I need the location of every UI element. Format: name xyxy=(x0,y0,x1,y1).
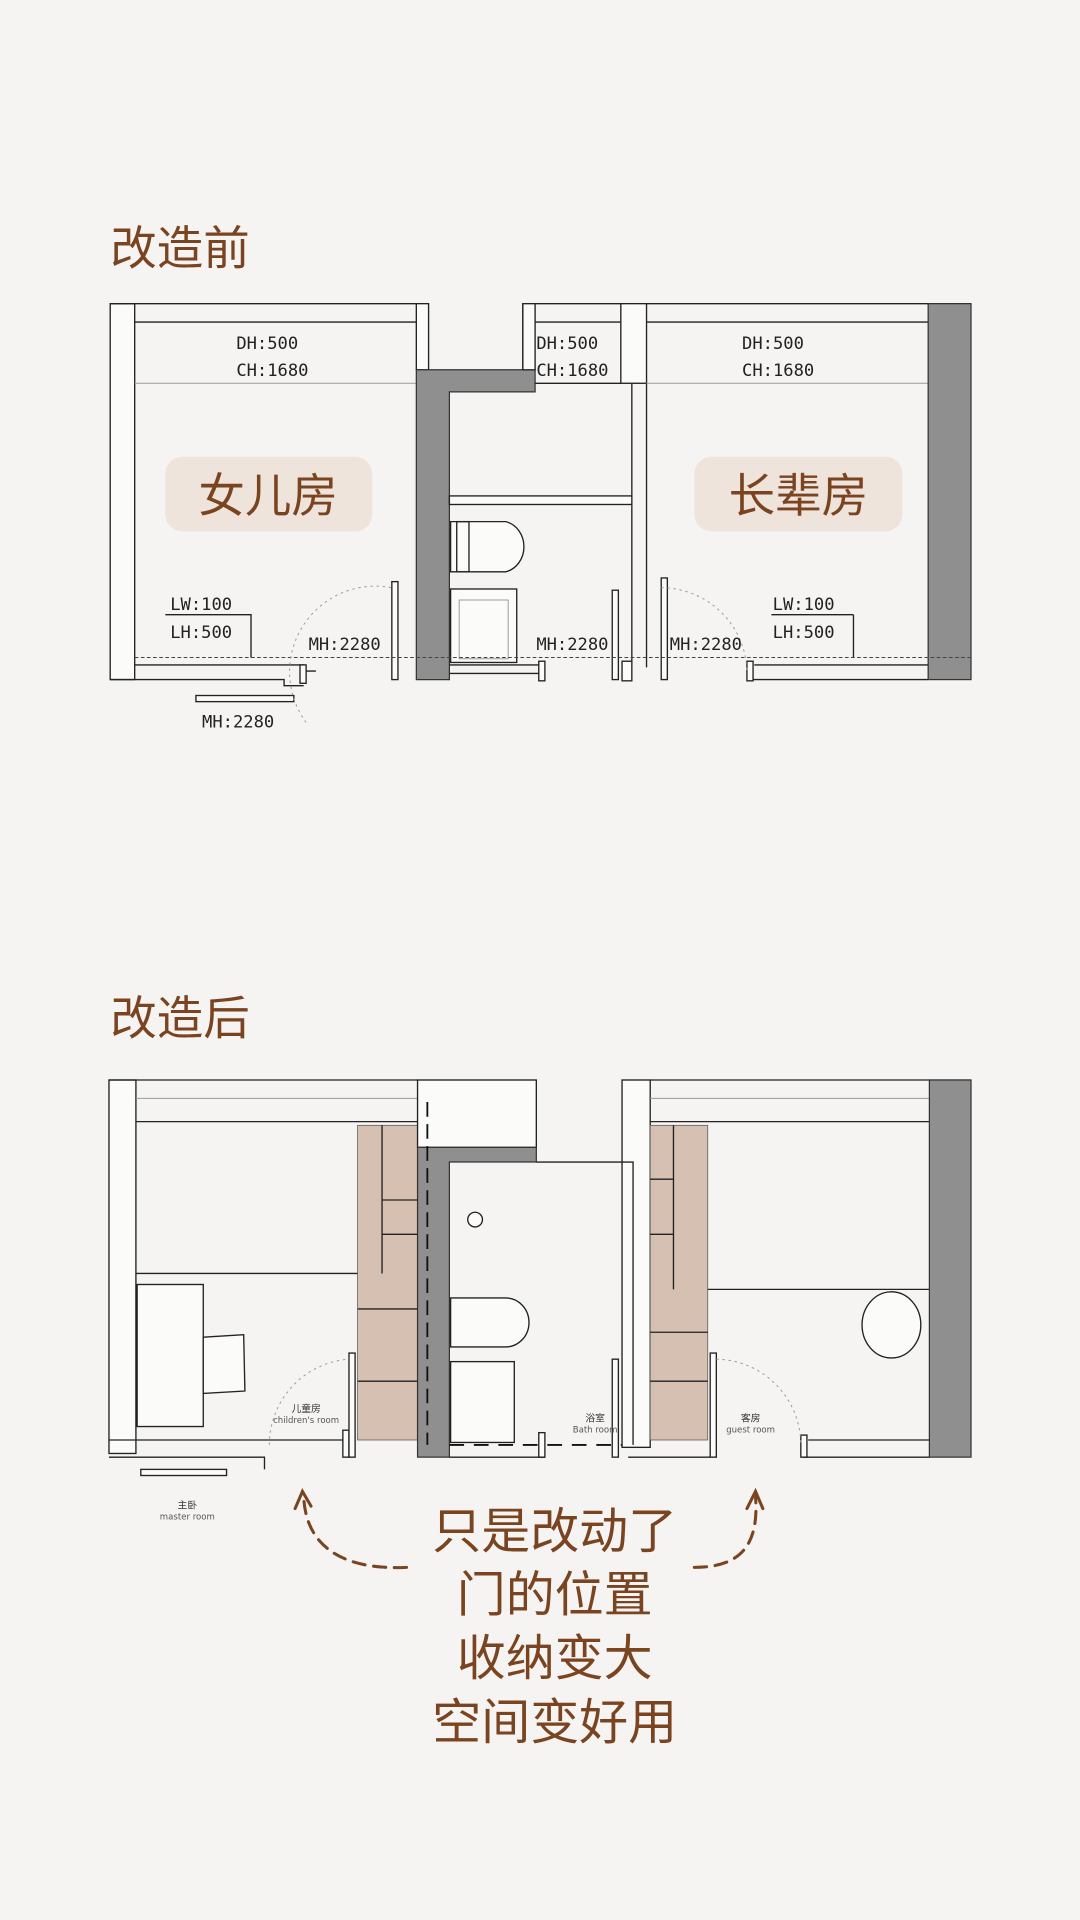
badge-daughter-room-label: 女儿房 xyxy=(198,469,338,523)
arrow-right-icon xyxy=(692,1494,758,1569)
note-line: 门的位置 xyxy=(457,1566,653,1623)
note-line: 只是改动了 xyxy=(432,1503,677,1560)
mh-label: MH:2280 xyxy=(309,635,381,655)
ch-label-left: CH:1680 xyxy=(236,361,308,381)
arrow-left-icon xyxy=(302,1494,409,1570)
ch-label-bath: CH:1680 xyxy=(536,361,608,381)
toilet xyxy=(449,1297,530,1348)
badge-elder-room-label: 长辈房 xyxy=(729,469,869,523)
ch-label-right: CH:1680 xyxy=(742,361,814,381)
lw-label-left: LW:100 xyxy=(170,595,232,615)
toilet xyxy=(449,520,525,573)
room-label-children-cn: 儿童房 xyxy=(291,1402,320,1415)
wardrobe-left xyxy=(357,1124,418,1441)
note-line: 收纳变大 xyxy=(457,1630,653,1687)
bath-cabinet xyxy=(449,588,518,664)
bathroom-wall xyxy=(416,1146,537,1458)
badge-daughter-room xyxy=(165,456,373,532)
badge-elder-room xyxy=(694,456,903,532)
mh-label: MH:2280 xyxy=(670,635,742,655)
round-table xyxy=(861,1291,922,1359)
room-label-bath-en: Bath room xyxy=(573,1426,618,1436)
note-line: 空间变好用 xyxy=(432,1694,677,1751)
lh-label-right: LH:500 xyxy=(773,623,835,643)
mh-label: MH:2280 xyxy=(536,635,608,655)
dh-label-right: DH:500 xyxy=(742,334,804,354)
room-label-bath-cn: 浴室 xyxy=(585,1412,605,1425)
room-label-guest-cn: 客房 xyxy=(741,1412,761,1425)
room-label-guest-en: guest room xyxy=(726,1426,775,1436)
shower-head xyxy=(467,1211,484,1228)
exterior-wall xyxy=(928,1079,972,1458)
after-title: 改造后 xyxy=(110,992,250,1046)
before-title: 改造前 xyxy=(110,221,250,275)
after-plan: 儿童房 children's room 浴室 Bath room 客房 gues… xyxy=(108,1079,972,1523)
bath-cabinet xyxy=(449,1360,515,1444)
chair xyxy=(202,1333,246,1395)
arrow-right-head-icon xyxy=(745,1487,765,1511)
room-label-master-cn: 主卧 xyxy=(178,1499,198,1512)
arrow-left-head-icon xyxy=(293,1488,313,1511)
room-label-children-en: children's room xyxy=(273,1416,339,1426)
exterior-wall xyxy=(927,303,972,681)
lh-label-left: LH:500 xyxy=(170,623,232,643)
wardrobe-right xyxy=(649,1124,709,1441)
mh-label: MH:2280 xyxy=(202,712,274,732)
dh-label-left: DH:500 xyxy=(236,334,298,354)
room-label-master-en: master room xyxy=(160,1513,215,1523)
desk xyxy=(136,1283,204,1428)
before-plan: DH:500 CH:1680 DH:500 CH:1680 DH:500 CH:… xyxy=(109,303,972,732)
dh-label-bath: DH:500 xyxy=(536,334,598,354)
lw-label-right: LW:100 xyxy=(773,595,835,615)
